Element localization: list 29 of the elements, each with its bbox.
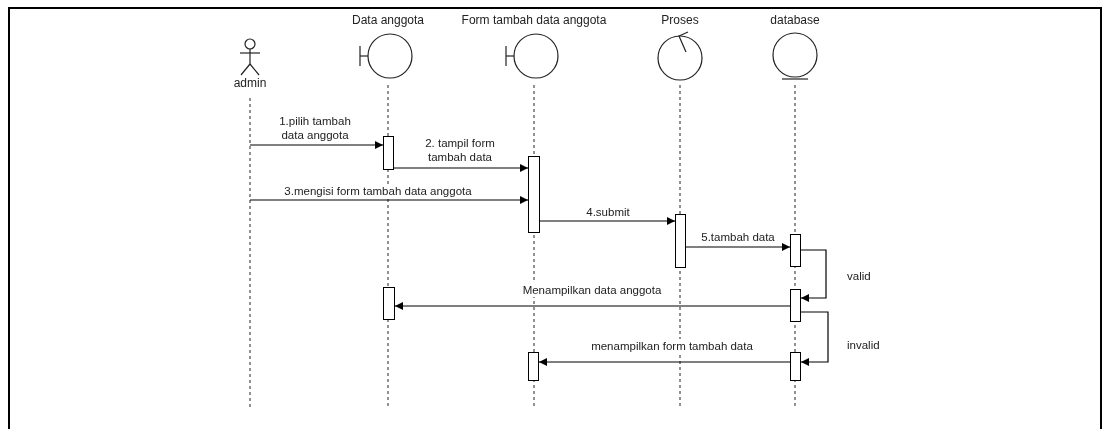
activation-bar — [790, 234, 801, 267]
activation-bar — [790, 289, 801, 322]
activation-bar — [383, 136, 394, 170]
activation-bar — [528, 156, 540, 233]
actor-name: admin — [233, 76, 267, 91]
message-arrow — [800, 311, 829, 366]
lifeline-title: Form tambah data anggota — [461, 13, 607, 28]
message-arrow — [685, 243, 791, 251]
edge-label: valid — [846, 269, 872, 283]
message-arrow — [249, 196, 529, 204]
message-arrow — [538, 358, 791, 366]
lifeline-title: database — [770, 13, 820, 28]
message-arrow — [249, 141, 384, 149]
edge-label: 5.tambah data — [700, 230, 776, 244]
lifeline-title: Data anggota — [351, 13, 425, 28]
edge-label: Menampilkan data anggota — [521, 283, 663, 297]
message-arrow — [394, 302, 791, 310]
message-arrow — [393, 164, 529, 172]
edge-label: 3.mengisi form tambah data anggota — [283, 184, 473, 198]
edge-label: invalid — [846, 338, 881, 352]
edge-label: 4.submit — [585, 205, 631, 219]
activation-bar — [790, 352, 801, 381]
activation-bar — [528, 352, 539, 381]
edge-label: menampilkan form tambah data — [590, 339, 754, 353]
activation-bar — [675, 214, 686, 268]
message-arrow — [800, 249, 827, 302]
lifeline-title: Proses — [661, 13, 699, 28]
activation-bar — [383, 287, 395, 320]
message-arrow — [539, 217, 676, 225]
